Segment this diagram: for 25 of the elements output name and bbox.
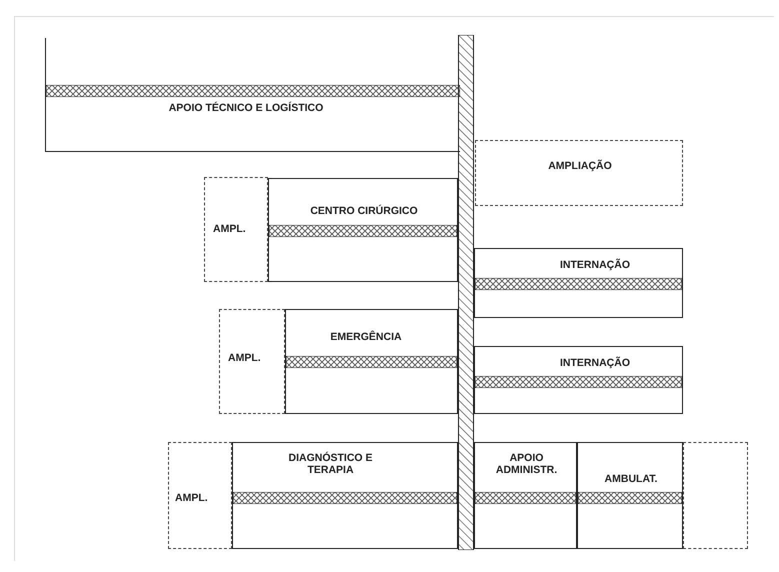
- area-label: AMPL.: [213, 223, 247, 235]
- department-box: [474, 248, 683, 318]
- area-label: AMPL.: [228, 352, 262, 364]
- department-box: [474, 442, 577, 549]
- area-label: EMERGÊNCIA: [329, 331, 403, 343]
- expansion-area-box: [168, 442, 232, 549]
- expansion-area-box: [475, 140, 683, 206]
- area-label: AMBULAT.: [604, 473, 658, 485]
- area-label: CENTRO CIRÚRGICO: [309, 205, 419, 217]
- expansion-area-box: [204, 177, 268, 282]
- department-box: [45, 38, 460, 152]
- area-label: INTERNAÇÃO: [559, 259, 631, 271]
- area-label: AMPL.: [175, 492, 209, 504]
- empty-dashed-box: [683, 442, 748, 549]
- area-label: APOIO ADMINISTR.: [494, 452, 558, 476]
- department-box: [232, 442, 458, 549]
- expansion-area-box: [219, 309, 285, 414]
- area-label: APOIO TÉCNICO E LOGÍSTICO: [168, 102, 324, 114]
- department-box: [268, 178, 458, 282]
- department-box: [285, 309, 458, 414]
- area-label: AMPLIAÇÃO: [547, 160, 613, 172]
- department-box: [474, 346, 683, 414]
- area-label: INTERNAÇÃO: [559, 357, 631, 369]
- department-box: [577, 442, 683, 549]
- area-label: DIAGNÓSTICO E TERAPIA: [287, 452, 374, 476]
